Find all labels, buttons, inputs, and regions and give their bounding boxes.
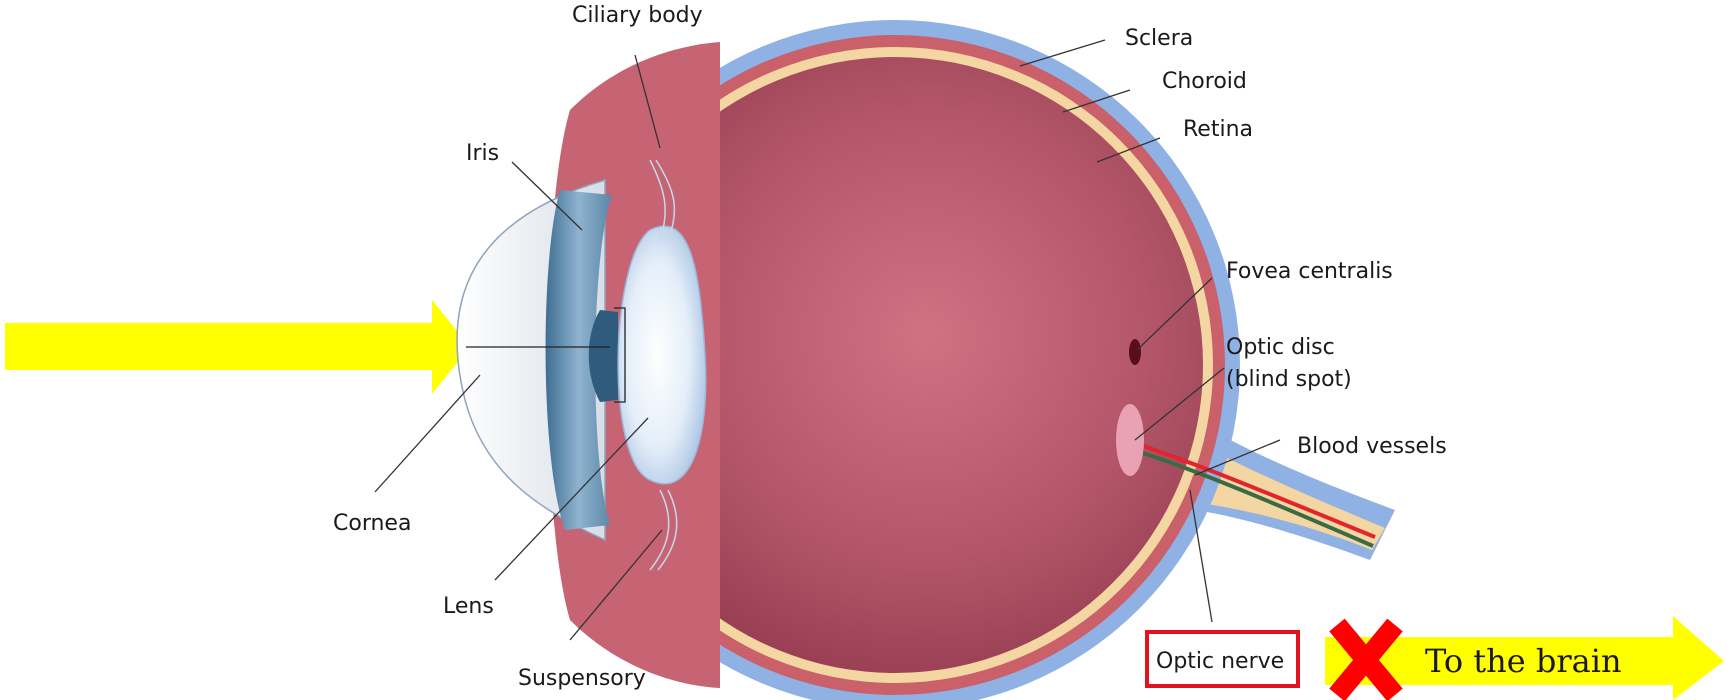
label-choroid: Choroid [1162,69,1247,94]
to-brain-text: To the brain [1425,642,1622,680]
lens [618,226,706,484]
incoming-light-arrow [5,300,470,394]
label-cornea: Cornea [333,511,411,536]
label-retina: Retina [1183,117,1253,142]
label-iris: Iris [466,141,499,166]
label-sclera: Sclera [1125,26,1193,51]
label-ciliary-body: Ciliary body [572,3,703,28]
optic-disc [1116,404,1144,476]
fovea-centralis [1129,339,1141,365]
label-optic-disc: Optic disc [1226,335,1335,360]
leader-cornea [375,375,480,492]
label-lens: Lens [443,594,494,619]
label-fovea-centralis: Fovea centralis [1226,259,1393,284]
label-optic-nerve: Optic nerve [1156,649,1284,674]
label-blood-vessels: Blood vessels [1297,434,1447,459]
label-blind-spot: (blind spot) [1226,367,1352,392]
label-suspensory: Suspensory [518,666,646,691]
